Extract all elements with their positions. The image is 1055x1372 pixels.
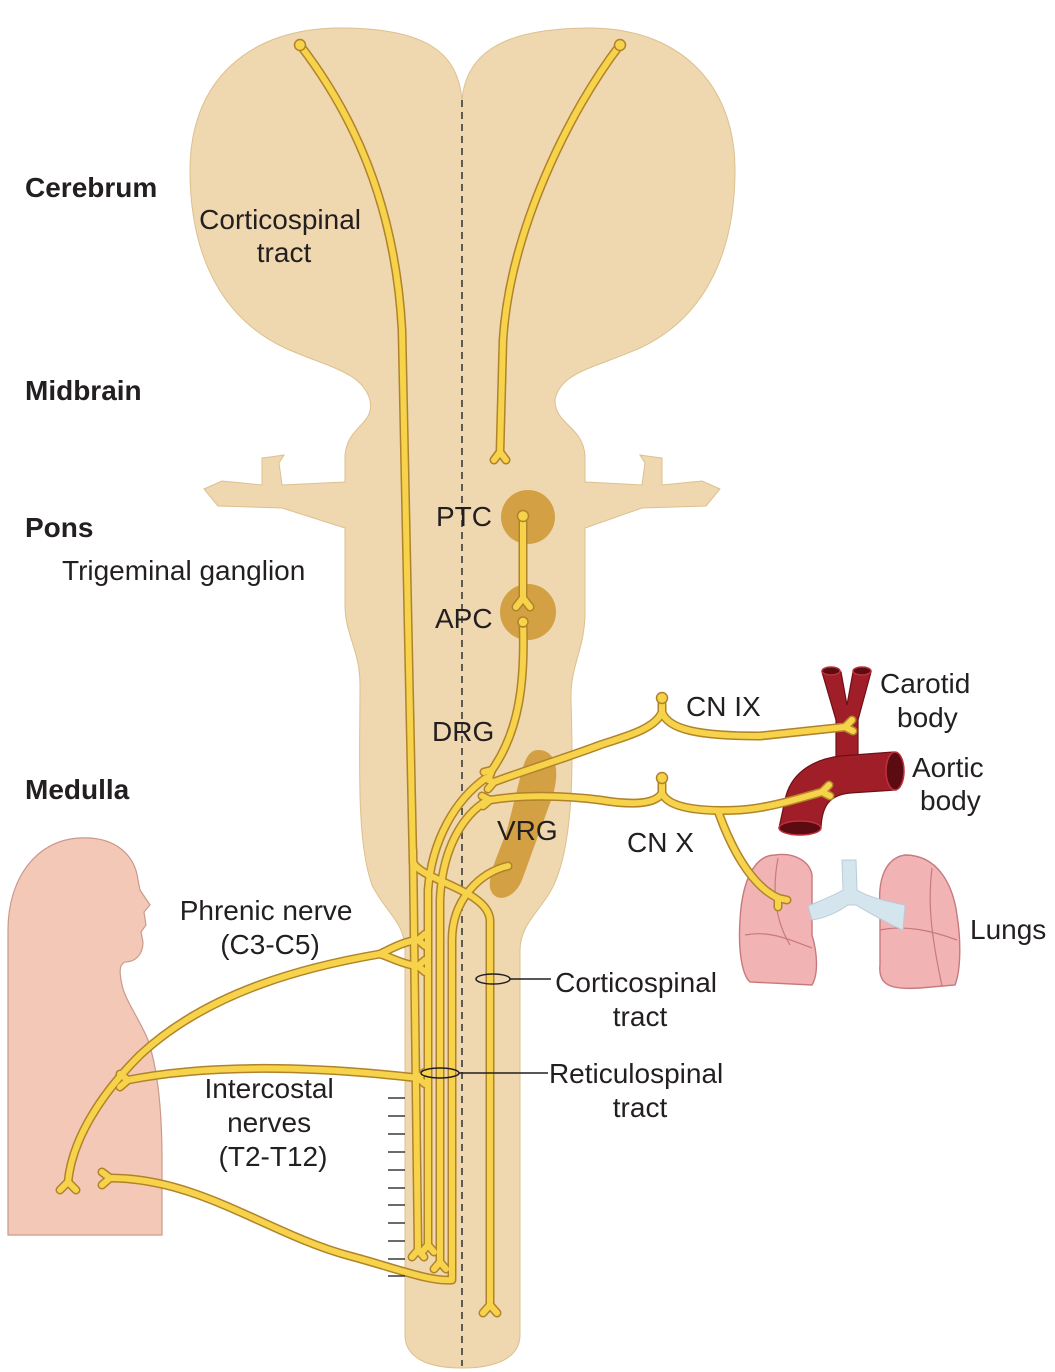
synaptic-terminal bbox=[480, 1302, 500, 1316]
carotid-opening bbox=[821, 666, 841, 676]
right-lung-lobe-line bbox=[929, 867, 943, 987]
carotid-artery bbox=[821, 671, 872, 763]
label-line: tract bbox=[613, 1092, 668, 1123]
cn-x-fiber-left bbox=[487, 790, 665, 807]
synaptic-terminal bbox=[57, 1179, 79, 1193]
aortic-opening bbox=[885, 751, 905, 791]
synaptic-terminal bbox=[117, 1071, 131, 1090]
brain-and-spinal-cord bbox=[189, 27, 736, 1369]
phrenic-root bbox=[377, 951, 421, 969]
drg-descending-fiber bbox=[437, 797, 491, 1265]
apc-nucleus bbox=[500, 584, 556, 640]
label-line: (C3-C5) bbox=[220, 929, 320, 960]
fiber-origin-dot bbox=[613, 38, 627, 52]
label-line: (T2-T12) bbox=[219, 1141, 328, 1172]
fiber-origin-dot bbox=[517, 616, 529, 628]
synaptic-terminal bbox=[819, 782, 833, 799]
label-cn-ix: CN IX bbox=[686, 691, 761, 722]
label-pons: Pons bbox=[25, 512, 93, 543]
label-line: Aortic bbox=[912, 752, 984, 783]
synaptic-terminal bbox=[491, 449, 509, 463]
label-line: nerves bbox=[227, 1107, 311, 1138]
aortic-opening bbox=[778, 820, 822, 836]
fiber-origin-dot bbox=[516, 509, 530, 523]
synaptic-terminal bbox=[513, 595, 533, 610]
trachea bbox=[807, 859, 906, 931]
intercostal-nerve-lower bbox=[107, 1175, 455, 1284]
human-figure bbox=[7, 837, 163, 1236]
synaptic-terminal bbox=[775, 895, 790, 910]
corticospinal-fiber-right bbox=[497, 42, 623, 455]
label-drg: DRG bbox=[432, 716, 494, 747]
synaptic-terminal bbox=[479, 793, 493, 809]
synaptic-terminal bbox=[419, 1242, 437, 1255]
nerve-fibers bbox=[57, 42, 856, 1316]
label-line: Corticospinal bbox=[555, 967, 717, 998]
label-carotid-body: Carotid body bbox=[880, 668, 978, 733]
label-line: Corticospinal bbox=[199, 204, 361, 235]
label-phrenic-nerve: Phrenic nerve (C3-C5) bbox=[180, 895, 361, 960]
corticospinal-fiber-left-descending bbox=[410, 847, 421, 1253]
synaptic-terminal bbox=[415, 931, 428, 949]
label-line: body bbox=[920, 785, 981, 816]
label-cn-x: CN X bbox=[627, 827, 694, 858]
synaptic-terminal bbox=[99, 1169, 113, 1188]
cn-ix-fiber-left bbox=[491, 709, 665, 785]
synaptic-terminal bbox=[415, 957, 428, 975]
label-intercostal-nerves: Intercostal nerves (T2-T12) bbox=[205, 1073, 342, 1172]
phrenic-nerve-fiber bbox=[65, 951, 383, 1185]
intercostal-nerve-upper bbox=[125, 1065, 421, 1083]
label-aortic-body: Aortic body bbox=[912, 752, 991, 816]
aortic-arch bbox=[778, 751, 897, 829]
label-corticospinal-tract-lower: Corticospinal tract bbox=[555, 967, 725, 1032]
label-vrg: VRG bbox=[497, 815, 558, 846]
label-trigeminal-ganglion: Trigeminal ganglion bbox=[62, 555, 305, 586]
fiber-origin-dot bbox=[655, 691, 669, 705]
label-line: Phrenic nerve bbox=[180, 895, 353, 926]
label-line: tract bbox=[613, 1001, 668, 1032]
cn-ix-fiber-right bbox=[659, 709, 848, 739]
right-lung bbox=[878, 854, 961, 990]
label-reticulospinal-tract: Reticulospinal tract bbox=[549, 1058, 731, 1123]
label-midbrain: Midbrain bbox=[25, 375, 142, 406]
label-medulla: Medulla bbox=[25, 774, 130, 805]
fiber-origin-dot bbox=[293, 38, 307, 52]
spinal-segment-ticks bbox=[388, 1097, 405, 1277]
apc-to-drg-fiber bbox=[489, 619, 527, 773]
label-lungs: Lungs bbox=[970, 914, 1046, 945]
fiber-origin-dot bbox=[655, 771, 669, 785]
label-line: Intercostal bbox=[205, 1073, 334, 1104]
label-line: body bbox=[897, 702, 958, 733]
label-line: Reticulospinal bbox=[549, 1058, 723, 1089]
synaptic-terminal bbox=[431, 1259, 449, 1272]
vrg-descending-fiber bbox=[449, 863, 511, 1281]
drg-descending-fiber bbox=[425, 775, 489, 1248]
label-line: tract bbox=[257, 237, 312, 268]
vrg-nucleus bbox=[489, 750, 557, 898]
left-lung-lobe-line bbox=[744, 933, 813, 949]
right-lung-lobe-line bbox=[879, 927, 958, 941]
carotid-opening bbox=[852, 666, 872, 676]
label-corticospinal-tract-upper: Corticospinal tract bbox=[199, 204, 369, 268]
cn-x-lung-branch bbox=[715, 808, 781, 901]
cn-x-fiber-right bbox=[659, 789, 825, 814]
label-line: Carotid bbox=[880, 668, 970, 699]
synaptic-terminal bbox=[481, 767, 495, 781]
lungs bbox=[738, 853, 961, 990]
label-apc: APC bbox=[435, 603, 493, 634]
arteries bbox=[778, 666, 905, 836]
label-ptc: PTC bbox=[436, 501, 492, 532]
synaptic-terminal bbox=[842, 717, 856, 734]
label-cerebrum: Cerebrum bbox=[25, 172, 157, 203]
synaptic-terminal bbox=[483, 776, 497, 792]
